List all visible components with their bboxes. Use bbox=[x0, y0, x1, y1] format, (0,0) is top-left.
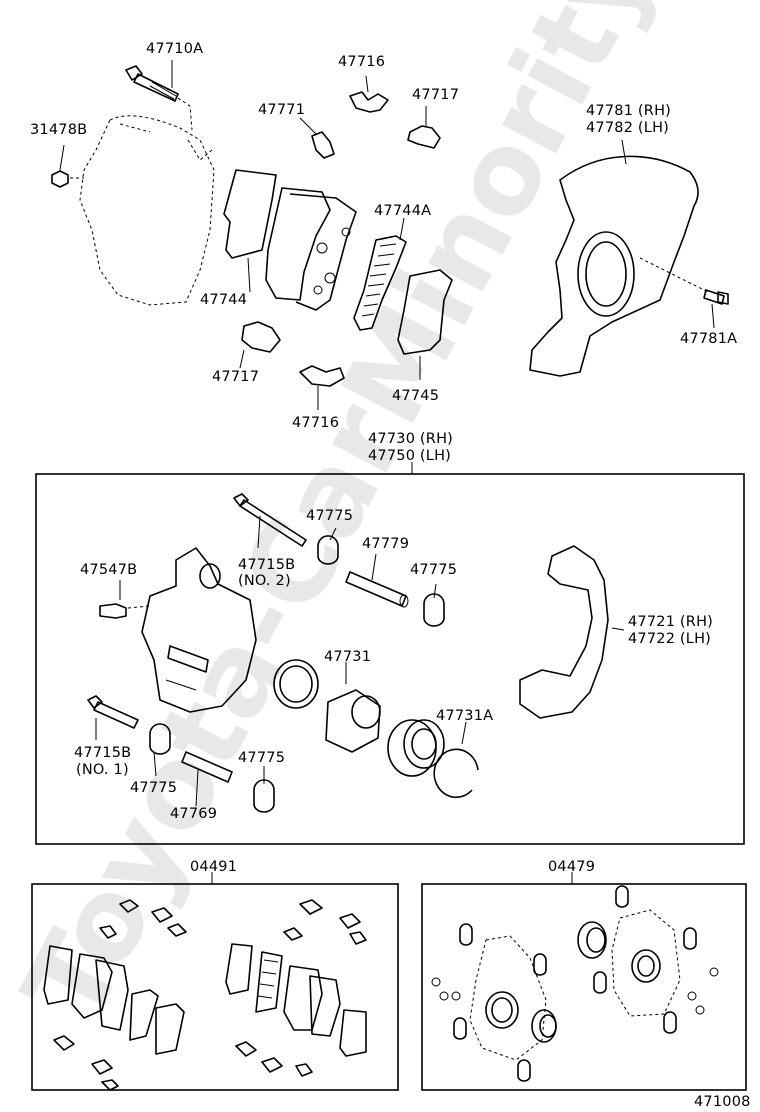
shim-47744 bbox=[223, 169, 277, 293]
label-kit-04491: 04491 bbox=[190, 859, 238, 875]
label-47750-lh: 47750 (LH) bbox=[368, 448, 452, 464]
label-no1: (NO. 1) bbox=[76, 762, 129, 778]
bolt-47715B-no1 bbox=[87, 695, 139, 740]
bushing-47775-d bbox=[253, 766, 275, 813]
label-47731: 47731 bbox=[324, 649, 372, 665]
disc-brake-dust-cover bbox=[529, 139, 709, 377]
label-no2: (NO. 2) bbox=[238, 573, 291, 589]
label-47716-top: 47716 bbox=[338, 54, 386, 70]
label-47781A: 47781A bbox=[680, 331, 738, 347]
label-47710A: 47710A bbox=[146, 41, 204, 57]
label-47782-lh: 47782 (LH) bbox=[586, 120, 670, 136]
cylinder-boot-47731A bbox=[387, 719, 467, 777]
set-ring bbox=[433, 748, 479, 799]
label-47745: 47745 bbox=[392, 388, 440, 404]
label-47547B: 47547B bbox=[80, 562, 138, 578]
shim-47745 bbox=[397, 269, 453, 380]
piston-seal-47731 bbox=[273, 659, 347, 709]
clip-47716-top bbox=[349, 75, 389, 113]
label-47731A: 47731A bbox=[436, 708, 494, 724]
label-31478B: 31478B bbox=[30, 122, 88, 138]
bolt-47715B-no2 bbox=[233, 493, 307, 549]
label-47717-top: 47717 bbox=[412, 87, 460, 103]
label-47775-a: 47775 bbox=[306, 508, 354, 524]
caliper-phantom bbox=[79, 115, 215, 306]
kit-04491-parts bbox=[43, 899, 367, 1091]
kit-04491-frame bbox=[31, 883, 399, 1091]
caliper-assembly-frame bbox=[35, 473, 745, 845]
label-kit-04479: 04479 bbox=[548, 859, 596, 875]
kit-04479-frame bbox=[421, 883, 747, 1091]
caliper-body bbox=[141, 547, 257, 713]
figure-number: 471008 bbox=[694, 1094, 751, 1110]
label-47715B-no2: 47715B bbox=[238, 557, 296, 573]
clip-47716-bottom bbox=[299, 365, 345, 410]
bushing-47775-c bbox=[149, 723, 171, 777]
nut-31478B bbox=[51, 144, 84, 188]
bolt-47781A bbox=[703, 289, 729, 329]
label-47744A: 47744A bbox=[374, 203, 432, 219]
kit-04479-parts bbox=[431, 885, 719, 1082]
caliper-support-47721 bbox=[519, 545, 625, 719]
label-47779: 47779 bbox=[362, 536, 410, 552]
label-47775-d: 47775 bbox=[238, 750, 286, 766]
clip-47771 bbox=[299, 117, 335, 159]
label-47716-bottom: 47716 bbox=[292, 415, 340, 431]
bushing-47775-b bbox=[423, 583, 445, 627]
clip-47717-bottom bbox=[239, 321, 281, 369]
label-47722-lh: 47722 (LH) bbox=[628, 631, 712, 647]
label-47771: 47771 bbox=[258, 102, 306, 118]
label-47744: 47744 bbox=[200, 292, 248, 308]
label-47717-bottom: 47717 bbox=[212, 369, 260, 385]
piston bbox=[325, 689, 381, 753]
clip-47717-top bbox=[407, 106, 441, 149]
label-47730-rh: 47730 (RH) bbox=[368, 431, 454, 447]
label-47775-c: 47775 bbox=[130, 780, 178, 796]
bleeder-plug-47547B bbox=[99, 580, 151, 619]
label-47781-rh: 47781 (RH) bbox=[586, 103, 672, 119]
label-47775-b: 47775 bbox=[410, 562, 458, 578]
bolt-47710A bbox=[125, 60, 193, 131]
bushing-47775-a bbox=[317, 527, 339, 565]
slide-pin-47769 bbox=[181, 751, 233, 807]
label-47721-rh: 47721 (RH) bbox=[628, 614, 714, 630]
label-47715B-no1: 47715B bbox=[74, 745, 132, 761]
label-47769: 47769 bbox=[170, 806, 218, 822]
shim-47744A bbox=[353, 217, 407, 331]
brake-pad-inner bbox=[265, 187, 357, 311]
slide-pin-47779 bbox=[345, 553, 409, 608]
